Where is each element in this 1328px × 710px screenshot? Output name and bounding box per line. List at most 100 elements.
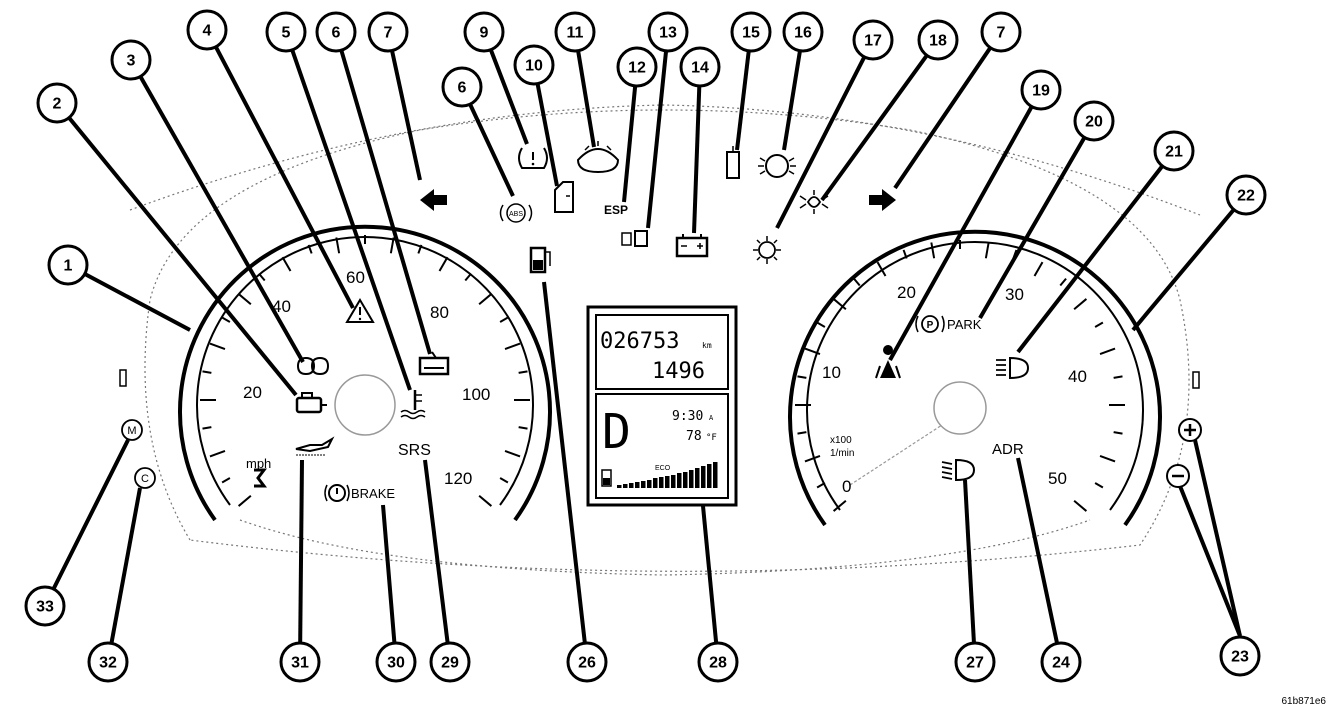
callout-3: 3 [110,39,152,81]
cluster-top-dash [129,104,1201,216]
speedometer-tick [504,450,521,458]
tachometer-tick [1073,298,1088,310]
callout-14: 14 [679,46,721,88]
speedometer-tick [504,342,521,350]
tachometer-tick [1113,375,1123,379]
speedometer-tick [464,272,472,282]
srs-airbag-label: SRS [398,442,431,459]
park-label: PARK [947,317,982,332]
callout-16: 16 [782,11,824,53]
eco-bar [653,478,658,488]
tachometer-tick [1094,321,1104,328]
plus-button[interactable] [1178,418,1202,442]
callout-number: 13 [659,25,677,42]
clock-value: 9:30 [672,409,703,424]
tachometer-tick [984,242,990,259]
callout-6: 6 [315,11,357,53]
esp-label: ESP [604,203,628,217]
fuel-level-icon [529,246,551,274]
tachometer-scale-20: 20 [897,283,916,302]
speedometer: 20 40 60 80 100 120 mph [178,224,552,522]
tachometer-tick [1094,482,1104,489]
callout-number: 28 [709,655,727,672]
eco-bar [623,484,628,488]
speedometer-tick [499,316,509,323]
callout-number: 31 [291,655,309,672]
callout-20: 19 [1020,69,1062,111]
callout-number: 2 [53,96,62,113]
check-engine-icon [295,392,327,414]
speedometer-tick [518,370,528,374]
callout-number: 18 [929,33,947,50]
high-beam-icon [996,356,1030,380]
odometer-value: 026753 [600,329,679,354]
eco-bar [707,464,712,488]
speedometer-tick [389,237,395,254]
gear-indicator: D [602,404,631,460]
coolant-temperature-icon [400,390,426,420]
eco-bar [629,483,634,488]
speedometer-tick [221,316,231,323]
eco-bar [683,472,688,488]
m-button[interactable]: M [121,419,143,441]
adr-label: ADR [992,441,1024,458]
tachometer-tick [902,249,908,259]
eco-bar-graph [617,462,718,488]
tachometer-tick [804,455,821,463]
callout-number: 20 [1085,114,1103,131]
callout-number: 26 [578,655,596,672]
center-display: 026753 km 1496 D 9:30 A 78 °F ECO [586,305,738,507]
callout-2: 2 [36,82,78,124]
tachometer-tick [1113,431,1123,435]
tachometer-scale-10: 10 [822,363,841,382]
eco-bar [635,482,640,488]
speedometer-scale-40: 40 [272,297,291,316]
tachometer-tick [832,500,847,512]
callout-number: 7 [997,25,1006,42]
callout-19: 7 [980,11,1022,53]
callout-31: 31 [279,641,321,683]
odometer-unit: km [702,341,712,350]
speedometer-scale-120: 120 [444,469,472,488]
callout-15: 15 [730,11,772,53]
callout-18: 18 [917,19,959,61]
eco-bar [671,475,676,488]
display-frame [586,305,738,507]
callout-number: 6 [332,25,341,42]
eco-bar [701,466,706,488]
speedometer-scale-20: 20 [243,383,262,402]
c-button[interactable]: C [134,467,156,489]
callout-number: 15 [742,25,760,42]
callout-number: 29 [441,655,459,672]
trip-value: 1496 [652,359,705,384]
seatbelt-icon [254,468,267,488]
battery-charge-icon [675,234,709,258]
callout-11: 11 [554,11,596,53]
callout-23: 22 [1225,174,1267,216]
tachometer-hub [933,381,987,435]
speedometer-tick [237,293,252,305]
tachometer-ticks [795,240,1125,512]
clock-suffix: A [709,414,714,422]
temperature-value: 78 [686,429,702,444]
speedometer-tick [478,495,493,507]
tachometer-scale-30: 30 [1005,285,1024,304]
tachometer-tick [1033,261,1044,277]
tachometer-scale-0: 0 [842,477,851,496]
minus-button[interactable] [1166,464,1190,488]
door-ajar-icon [554,181,574,213]
speedometer-tick [307,244,313,254]
tachometer-needle [849,424,943,486]
callout-number: 7 [384,25,393,42]
display-lower-panel [595,393,729,499]
tachometer-tick [832,298,847,310]
callout-17: 17 [852,19,894,61]
tachometer-scale-40: 40 [1068,367,1087,386]
speedometer-tick [438,256,449,272]
callout-number: 10 [525,58,543,75]
speedometer-tick [281,256,292,272]
low-fuel-tank-icon [418,351,450,376]
speedometer-tick [202,426,212,430]
eco-label: ECO [655,465,671,472]
